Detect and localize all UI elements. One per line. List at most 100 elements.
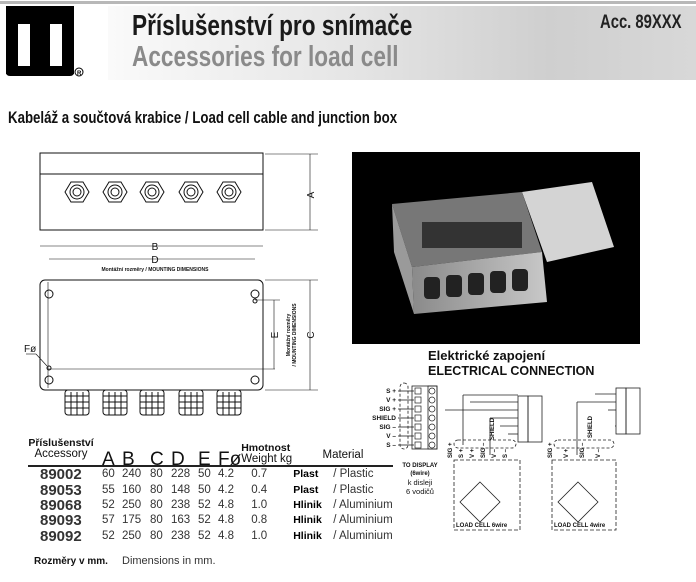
note-cz-1: k disleji xyxy=(408,478,433,487)
cable-shield-outline xyxy=(399,382,409,450)
cell-f: 4.8 xyxy=(218,498,234,511)
cell-mat-cz: Plast xyxy=(293,483,319,496)
cell-weight: 0.8 xyxy=(251,514,268,527)
cell-f: 4.2 xyxy=(218,483,234,496)
junction-box-photo xyxy=(352,152,640,344)
cell-d: 238 xyxy=(171,498,191,511)
terminal-screw-icon xyxy=(428,423,436,431)
accessory-code: Acc. 89XXX xyxy=(600,12,682,33)
wire-label: V – xyxy=(492,448,498,458)
dim-e-label: E xyxy=(270,331,281,338)
side-view: A xyxy=(39,152,318,231)
terminal-label: S + xyxy=(386,388,396,395)
cable-gland-icon xyxy=(139,389,165,416)
cell-mat-en: / Aluminium xyxy=(333,498,393,511)
svg-text:R: R xyxy=(77,71,82,77)
dim-f-label: Fø xyxy=(24,344,36,355)
terminal-screw-icon xyxy=(414,441,422,449)
dim-b-label: B xyxy=(152,242,159,253)
section-heading: Kabeláž a součtová krabice / Load cell c… xyxy=(8,108,398,127)
wire-label: SIG – xyxy=(580,442,586,458)
cell-mat-cz: Hlinik xyxy=(293,498,322,511)
cell-f: 4.2 xyxy=(218,468,234,481)
col-c: C xyxy=(150,449,164,470)
terminal-screw-icon xyxy=(414,405,422,413)
cell-mat-cz: Hlinik xyxy=(293,529,322,542)
col-a: A xyxy=(102,449,115,470)
wire-label: SIG – xyxy=(481,442,487,458)
cell-mat-en: / Aluminium xyxy=(333,514,393,527)
load-cell-4wire: SHIELD LOAD CELL 4wire xyxy=(551,387,641,531)
cell-c: 80 xyxy=(150,529,163,542)
cell-f: 4.8 xyxy=(218,529,234,542)
terminal-label: SIG + xyxy=(379,406,396,413)
cell-e: 52 xyxy=(198,498,211,511)
cell-b: 250 xyxy=(122,498,142,511)
footer-cz: Rozměry v mm. xyxy=(34,556,108,567)
cell-code: 89068 xyxy=(40,496,82,514)
note-cz-2: 6 vodičů xyxy=(406,487,434,496)
cell-mat-cz: Hlinik xyxy=(293,514,322,527)
cell-code: 89092 xyxy=(40,527,82,545)
terminal-screw-icon xyxy=(414,387,422,395)
wire-label: V – xyxy=(596,448,602,458)
wire-label: V + xyxy=(470,448,476,458)
top-view: B D Montážní rozměry / MOUNTING DIMENSIO… xyxy=(24,242,318,416)
cell-d: 228 xyxy=(171,468,191,481)
terminal-screw-icon xyxy=(414,432,422,440)
top-rule xyxy=(0,1,696,4)
cell-e: 50 xyxy=(198,468,211,481)
six-wire-label: (6wire) xyxy=(410,471,429,477)
wire-label: S – xyxy=(503,448,509,458)
wire-label: S + xyxy=(459,448,465,458)
cable-gland-icon xyxy=(102,389,128,416)
cell-weight: 1.0 xyxy=(251,498,268,511)
footer-en: Dimensions in mm. xyxy=(122,555,216,567)
cell-e: 52 xyxy=(198,529,211,542)
to-display-label: TO DISPLAY xyxy=(402,463,437,469)
wire-label: SIG + xyxy=(448,442,454,458)
terminal-screw-icon xyxy=(428,405,436,413)
terminal-screw-icon xyxy=(428,441,436,449)
col-d: D xyxy=(171,449,185,470)
header-band xyxy=(108,6,696,80)
cable-gland-icon xyxy=(64,181,90,203)
cell-d: 163 xyxy=(171,514,191,527)
terminal-label: SIG – xyxy=(379,424,396,431)
cell-d: 148 xyxy=(171,483,191,496)
cell-mat-cz: Plast xyxy=(293,468,319,481)
cell-c: 80 xyxy=(150,468,163,481)
cell-c: 80 xyxy=(150,483,163,496)
dim-c-label: C xyxy=(306,331,317,338)
cell-code: 89093 xyxy=(40,512,82,530)
cable-gland-icon xyxy=(216,181,242,203)
terminal-label: V + xyxy=(386,397,396,404)
cell-b: 240 xyxy=(122,468,142,481)
cell-a: 52 xyxy=(102,529,115,542)
terminal-screw-icon xyxy=(428,432,436,440)
cable-gland-icon xyxy=(64,389,90,416)
cell-b: 160 xyxy=(122,483,142,496)
terminal-label: V – xyxy=(386,433,396,440)
cell-c: 80 xyxy=(150,498,163,511)
dim-d-label: D xyxy=(151,255,158,266)
cell-weight: 1.0 xyxy=(251,529,268,542)
cell-e: 52 xyxy=(198,514,211,527)
terminal-screw-icon xyxy=(428,396,436,404)
terminal-label: SHIELD xyxy=(372,415,396,422)
terminal-screw-icon xyxy=(414,423,422,431)
col-b: B xyxy=(122,449,135,470)
cell-mat-en: / Aluminium xyxy=(333,529,393,542)
col-f: Fø xyxy=(218,449,242,470)
cell-code: 89053 xyxy=(40,481,82,499)
cable-gland-icon xyxy=(178,181,204,203)
wire-label: V + xyxy=(564,448,570,458)
cable-gland-icon xyxy=(102,181,128,203)
